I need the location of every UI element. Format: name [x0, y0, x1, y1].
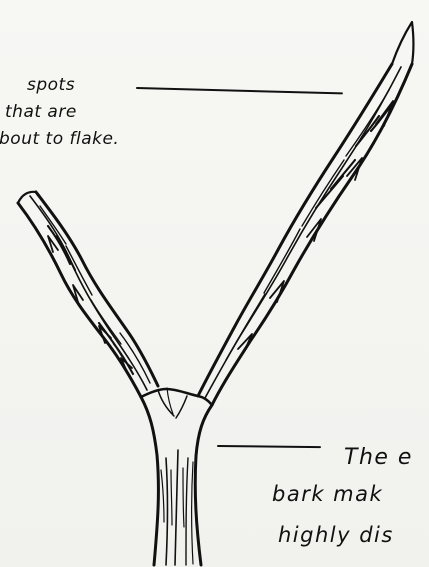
trunk-center-line-4	[192, 462, 194, 564]
bottom-right-label-line-2: bark mak	[272, 482, 383, 506]
top-left-label-line-3: bout to flake.	[0, 129, 119, 149]
right-shading	[316, 102, 394, 208]
left-branch-ridge-3	[91, 300, 121, 344]
trunk-center-line-2	[175, 450, 178, 565]
right-branch-ridge-1	[205, 67, 401, 398]
top-left-label-line-2: that are	[5, 102, 77, 122]
trunk-right-edge	[195, 405, 212, 565]
branch-joint-detail-2	[176, 396, 187, 418]
trunk-left-edge	[141, 397, 158, 565]
bottom-right-label-line-1: The e	[344, 445, 413, 470]
trunk-center-line-3	[186, 458, 188, 565]
right-branch-ridge-4	[302, 160, 344, 226]
trunk-shading	[161, 468, 184, 527]
left-branch-outer	[18, 203, 141, 397]
trunk-center-line-1	[166, 458, 168, 565]
bottom-right-label-line-3: highly dis	[278, 523, 394, 547]
branch-joint-detail-1	[158, 390, 174, 416]
right-branch-tip	[392, 22, 414, 64]
right-branch-inner	[198, 64, 392, 396]
right-branch-ridge-5	[346, 90, 389, 156]
top-left-label-line-1: spots	[27, 75, 75, 95]
left-branch-inner	[36, 192, 158, 386]
